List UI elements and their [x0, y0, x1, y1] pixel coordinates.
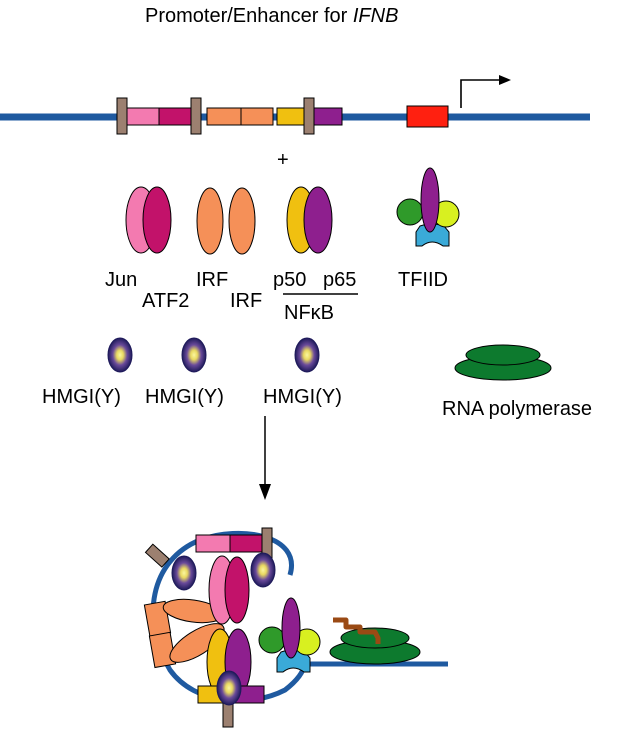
hmgi-protein-1	[107, 337, 133, 373]
loop-atf2	[224, 556, 250, 624]
loop-tfiid-purple	[281, 597, 301, 659]
loop-hmgi-1	[171, 555, 197, 591]
jun-label: Jun	[105, 269, 137, 291]
loop-tfiid-green	[258, 626, 286, 654]
atf2-protein	[142, 186, 172, 254]
diagram-title: Promoter/Enhancer for IFNB	[145, 5, 398, 27]
hmgi-site-2	[190, 97, 202, 135]
prdiii-box	[206, 107, 242, 126]
p65-protein	[303, 186, 333, 254]
hmgi-protein-3	[294, 337, 320, 373]
loop-pink-box	[195, 534, 231, 553]
promoter-elements	[116, 97, 449, 135]
hmgi-label-3: HMGI(Y)	[263, 386, 342, 408]
loop-magenta-box	[229, 534, 263, 553]
prdiv-pink-box	[124, 107, 160, 126]
rna-polymerase-label: RNA polymerase	[442, 398, 592, 420]
tfiid-label: TFIID	[398, 269, 448, 291]
tata-box	[406, 105, 449, 128]
hmgi-site-3	[303, 97, 315, 135]
rna-polymerase-shape	[454, 344, 552, 381]
hmgi-label-1: HMGI(Y)	[42, 386, 121, 408]
title-gene: IFNB	[353, 5, 399, 27]
hmgi-site-1	[116, 97, 128, 135]
rna-transcript	[333, 617, 381, 644]
p65-label: p65	[323, 269, 356, 291]
pri-box	[240, 107, 274, 126]
hmgi-protein-2	[181, 337, 207, 373]
irf-label-bottom: IRF	[230, 290, 262, 312]
hmgi-label-2: HMGI(Y)	[145, 386, 224, 408]
plus-sign: +	[277, 149, 289, 171]
p50-label: p50	[273, 269, 306, 291]
nfkb-label: NFκB	[284, 302, 334, 324]
loop-hmgi-3	[216, 670, 242, 706]
loop-irf-2	[169, 623, 225, 663]
atf2-label: ATF2	[142, 290, 189, 312]
irf-protein-2	[228, 187, 256, 255]
enhanceosome-assembly	[143, 527, 448, 728]
loop-tfiid	[258, 597, 321, 673]
tfiid-green-subunit	[396, 198, 424, 226]
title-prefix: Promoter/Enhancer for	[145, 5, 353, 27]
rna-pol-top-layer	[465, 344, 541, 366]
irf-label-top: IRF	[196, 269, 228, 291]
transcription-arrowhead	[499, 75, 511, 85]
irf-protein-1	[196, 187, 224, 255]
prdiv-magenta-box	[158, 107, 192, 126]
tfiid-complex	[396, 167, 460, 247]
tfiid-purple-subunit	[420, 167, 440, 233]
loop-hmgi-site-left	[144, 543, 170, 568]
transcription-start-arrow	[460, 79, 500, 108]
loop-hmgi-2	[250, 552, 276, 588]
assembly-arrowhead	[259, 484, 271, 500]
